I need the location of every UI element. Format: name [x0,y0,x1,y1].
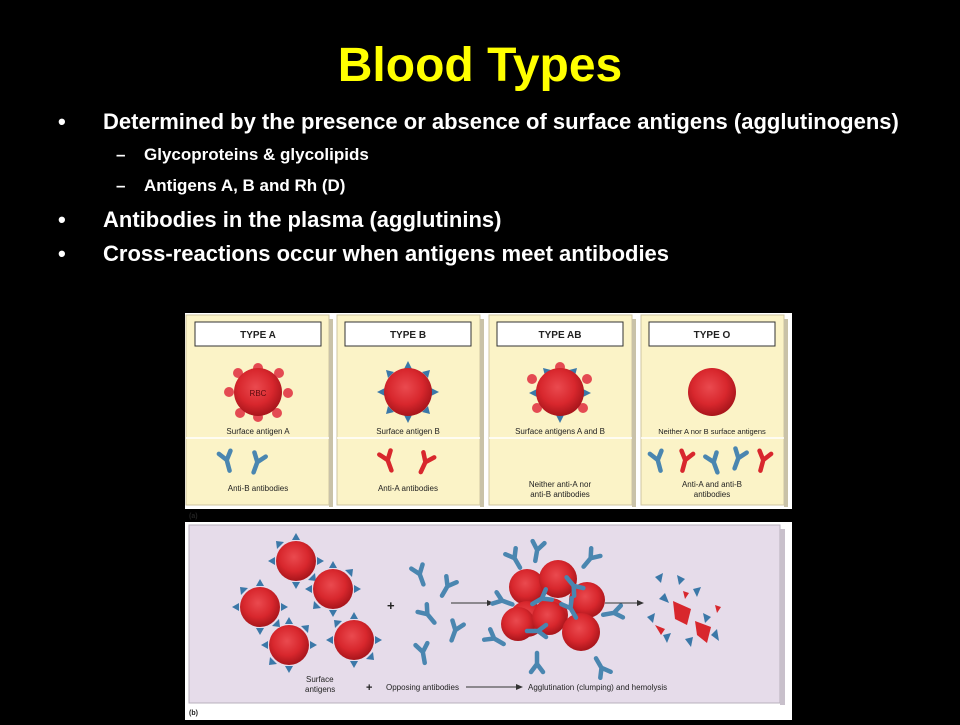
part-b-label: (b) [189,710,198,717]
sub-bullet-text: Antigens A, B and Rh (D) [144,176,346,195]
sub-bullet-marker: – [116,145,126,164]
panel-header: TYPE A [240,330,276,341]
sub-bullet-item: – Glycoproteins & glycolipids [58,144,918,166]
blood-types-figure: TYPE A RBC Surface antigen A Anti-B anti… [185,313,792,720]
rbcs-with-surface-antigens [232,533,382,673]
rbc-label: RBC [250,389,267,398]
bullet-marker: • [58,207,66,232]
antigen-caption: Surface antigens A and B [515,427,605,436]
surface-antigens-label: antigens [305,685,335,694]
panel-type-a: TYPE A RBC Surface antigen A Anti-B anti… [185,314,333,507]
bullet-marker: • [58,109,66,134]
antibody-caption: antibodies [694,490,730,499]
reaction-plus-sign: + [366,682,372,694]
surface-antigens-label: Surface [306,675,334,684]
antibody-caption: Anti-B antibodies [228,484,288,493]
sub-bullet-text: Glycoproteins & glycolipids [144,145,369,164]
rbc-with-antigen-b [377,361,439,423]
bullet-list: • Determined by the presence or absence … [58,108,918,268]
panel-header: TYPE AB [539,330,582,341]
part-a-label: (a) [189,513,198,520]
opposing-antibodies-label: Opposing antibodies [386,683,459,692]
antigen-caption: Surface antigen B [376,427,440,436]
slide-title: Blood Types [337,39,623,92]
antibody-caption: Anti-A antibodies [378,484,438,493]
bullet-marker: • [58,241,66,266]
agglutination-reaction-panel: + [185,522,792,720]
rbc-with-antigen-a: RBC [224,363,293,422]
panel-type-ab: TYPE AB Surface antigens A and B Neither… [488,314,636,507]
antibody-caption: anti-B antibodies [530,490,590,499]
rbc-no-antigens [688,368,736,416]
panel-type-o: TYPE O Neither A nor B surface antigens … [640,314,788,507]
blood-types-illustration: TYPE A RBC Surface antigen A Anti-B anti… [185,313,792,720]
antibody-caption: Neither anti-A nor [529,480,592,489]
plus-sign: + [387,598,395,613]
bullet-item: • Antibodies in the plasma (agglutinins) [58,206,918,234]
agglutination-result-label: Agglutination (clumping) and hemolysis [528,683,667,692]
bullet-item: • Determined by the presence or absence … [58,108,918,136]
bullet-text: Antibodies in the plasma (agglutinins) [103,207,502,232]
rbc-with-antigens-a-and-b [527,362,592,423]
hemolysis-fragments [647,573,721,647]
panel-type-b: TYPE B Surface antigen B Anti-A antibodi… [336,314,484,507]
panel-header: TYPE B [390,330,426,341]
antibody-caption: Anti-A and anti-B [682,480,742,489]
sub-bullet-item: – Antigens A, B and Rh (D) [58,175,918,197]
bullet-text: Cross-reactions occur when antigens meet… [103,241,670,266]
sub-bullet-marker: – [116,176,126,195]
bullet-item: • Cross-reactions occur when antigens me… [58,240,918,268]
antigen-caption: Surface antigen A [226,427,290,436]
antigen-caption: Neither A nor B surface antigens [658,427,766,436]
agglutinated-cell-clump [484,541,623,678]
panel-header: TYPE O [694,330,731,341]
bullet-text: Determined by the presence or absence of… [103,109,899,134]
